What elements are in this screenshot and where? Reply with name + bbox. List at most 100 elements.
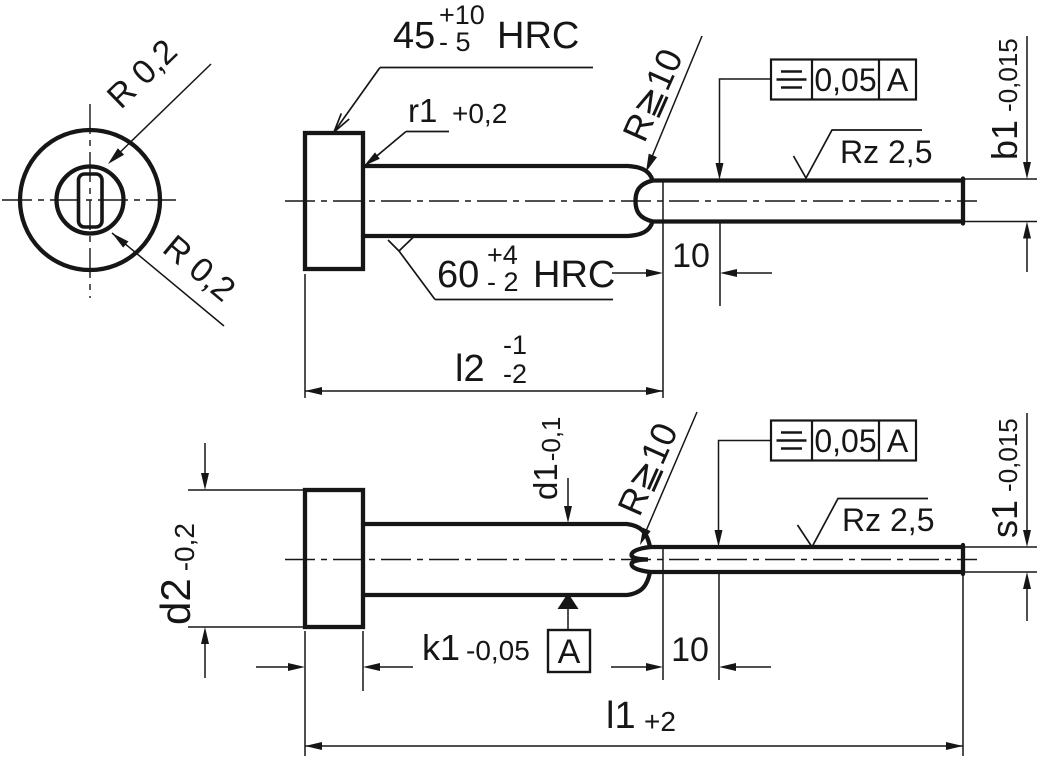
- head-hardness-lower: - 5: [439, 27, 471, 57]
- tolerance-value-bottom: 0,05: [814, 423, 876, 459]
- pin-outline-top-view: [302, 130, 966, 272]
- head-hardness-upper: +10: [439, 0, 485, 30]
- datum-triangle: [557, 593, 579, 609]
- roughness-symbol: [792, 129, 922, 180]
- fillet-radius-name: r1: [408, 92, 437, 129]
- s1-arrow-top: [1023, 530, 1031, 547]
- datum-box: [546, 628, 592, 674]
- symmetry-icon: [776, 70, 807, 89]
- side-view-wide: 45 +10 - 5 HRC r1 +0,2 60 +4 - 2 HRC: [285, 0, 1037, 398]
- head-diameter-dimension: d2-0,2: [152, 443, 305, 678]
- shaft-top-edge: [360, 163, 655, 183]
- ten-arrow-left-bottom: [646, 663, 663, 671]
- shoulder-length-dimension: l2 -1 -2: [304, 274, 663, 398]
- b1-label: b1-0,015: [984, 38, 1025, 160]
- symmetry-tolerance-frame-bottom: 0,05 A: [714, 419, 918, 547]
- s1-label: s1-0,015: [984, 418, 1025, 538]
- transition-radius-leader-bottom: [642, 411, 698, 539]
- transition-length-dimension-bottom: 10: [611, 547, 771, 680]
- head-outline-circle: [17, 127, 163, 273]
- transition-radius-leader: [648, 35, 703, 165]
- l2-lower-tol: -2: [503, 359, 527, 389]
- transition-radius-arrow-bottom: [640, 527, 651, 545]
- k1-tol: -0,05: [466, 635, 530, 666]
- blade-width-dimension: b1-0,015: [963, 36, 1037, 272]
- ten-arrow-right-bottom: [719, 663, 736, 671]
- roughness-symbol-bottom: [796, 497, 928, 549]
- l1-name: l1: [606, 695, 636, 737]
- fillet-radius-arrow: [364, 152, 380, 166]
- shaft-hardness-lower: - 2: [487, 267, 519, 297]
- transition-nose: [633, 178, 655, 224]
- roughness-value: Rz 2,5: [840, 134, 932, 170]
- head-hardness-unit: HRC: [497, 15, 579, 57]
- head-hardness-value: 45: [393, 15, 435, 57]
- tolerance-value: 0,05: [814, 62, 876, 98]
- tolerance-leader-arrow-bottom: [714, 530, 723, 547]
- k1-arrow-right: [363, 663, 380, 671]
- d2-arrow-top: [201, 473, 209, 490]
- b1-extension-lines: [963, 178, 1037, 223]
- s1-extension-lines: [963, 546, 1037, 573]
- pin-head-bottom: [302, 487, 366, 630]
- symmetry-icon: [776, 431, 807, 450]
- tolerance-leader-bottom: [717, 439, 771, 530]
- k1-arrow-left: [288, 663, 305, 671]
- tolerance-leader-arrow: [715, 163, 724, 180]
- d1-arrow: [564, 506, 572, 523]
- ten-value: 10: [672, 237, 710, 275]
- l1-arrow-left: [305, 742, 322, 750]
- head-hardness-note: 45 +10 - 5 HRC: [333, 0, 593, 133]
- transition-length-dimension-top: 10: [612, 180, 772, 398]
- shaft-bottom-edge: [360, 219, 655, 239]
- datum-letter: A: [558, 633, 581, 671]
- shaft-hardness-value: 60: [437, 254, 479, 296]
- surface-roughness-bottom: Rz 2,5: [796, 497, 934, 549]
- l2-arrow-left: [305, 387, 322, 395]
- tolerance-frame-dividers-bottom: [810, 420, 881, 461]
- s1-arrow-bottom: [1023, 572, 1031, 589]
- l1-arrow-right: [946, 742, 963, 750]
- ten-value-bottom: 10: [671, 631, 709, 669]
- shaft-top-edge-bottom: [360, 521, 653, 550]
- head-hardness-leader: [333, 67, 381, 133]
- pin-outline-bottom-view: [302, 487, 966, 630]
- tolerance-frame-dividers: [810, 59, 881, 100]
- radius-leader-top-arrow: [108, 148, 125, 164]
- blade-section-slot: [76, 172, 104, 229]
- shaft-bottom-edge-bottom: [360, 569, 653, 598]
- ten-arrow-right: [720, 269, 737, 277]
- transition-radius-arrow: [646, 153, 657, 172]
- radius-leader-bottom: [111, 232, 225, 327]
- l2-name: l2: [455, 348, 485, 390]
- d2-extension-lines: [188, 489, 305, 628]
- shaft-hardness-unit: HRC: [533, 254, 615, 296]
- shaft-hardness-note: 60 +4 - 2 HRC: [387, 235, 615, 301]
- head-length-dimension: k1 -0,05: [256, 627, 530, 756]
- pin-head: [302, 130, 366, 272]
- fillet-radius-note: r1 +0,2: [364, 92, 507, 166]
- shaft-hardness-upper: +4: [487, 240, 518, 270]
- d2-label: d2-0,2: [152, 523, 200, 625]
- ten-arrow-left: [646, 269, 663, 277]
- head-hardness-arrow: [333, 113, 350, 133]
- k1-name: k1: [422, 627, 460, 668]
- tolerance-datum-ref: A: [887, 62, 909, 98]
- radius-leader-top: [110, 63, 212, 162]
- tolerance-datum-ref-bottom: A: [887, 423, 909, 459]
- d1-label: d1-0,1: [527, 416, 566, 500]
- shaft-outline-circle: [54, 164, 126, 236]
- b1-arrow-top: [1023, 162, 1031, 179]
- shaft-hardness-leader-check: [387, 235, 436, 301]
- transition-fork: [629, 544, 653, 575]
- l2-upper-tol: -1: [503, 330, 527, 360]
- symmetry-tolerance-frame-top: 0,05 A: [715, 58, 918, 180]
- roughness-value-bottom: Rz 2,5: [842, 502, 934, 538]
- l1-tol: +2: [644, 706, 676, 737]
- d2-arrow-bottom: [201, 627, 209, 644]
- blade-thickness-dimension: s1-0,015: [963, 413, 1037, 621]
- side-view-narrow: d2-0,2 d1-0,1 A R≧10 0,05 A: [152, 411, 1037, 756]
